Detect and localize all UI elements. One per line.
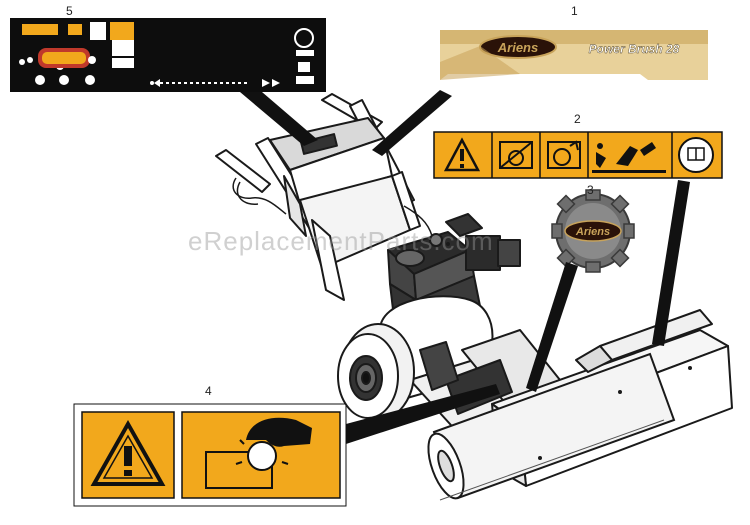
leader-1: [372, 90, 452, 156]
brush-drum: [427, 352, 676, 501]
watermark: eReplacementParts.com: [188, 226, 494, 256]
control-cables: [232, 177, 433, 237]
leader-3: [526, 262, 578, 392]
decal-3-brand: Ariens: [575, 226, 610, 238]
detail-marks: [446, 242, 692, 460]
leader-5: [240, 92, 318, 146]
callout-2: 2: [574, 112, 581, 126]
thrown-object-icon: [592, 142, 666, 173]
callout-4: 4: [205, 384, 212, 398]
decal-2-warning-strip: [433, 131, 723, 179]
decal-1-brand-label: [440, 30, 708, 80]
callout-3: 3: [587, 183, 594, 197]
read-manual-icon: [678, 137, 714, 173]
machine-hazard-icon: [499, 141, 533, 169]
leader-lines: [240, 90, 690, 444]
exclamation-triangle-icon: [90, 419, 166, 486]
callout-1: 1: [571, 4, 578, 18]
leader-2: [652, 180, 690, 346]
panel-icons-right: [294, 28, 314, 84]
leader-4: [346, 384, 500, 444]
hand-entanglement-icon: [205, 417, 312, 489]
decal-4-hazard-label: [73, 403, 347, 507]
wheel: [337, 323, 415, 421]
exclamation-triangle-icon: [443, 137, 481, 172]
callout-5: 5: [66, 4, 73, 18]
panel-icons-left: [19, 22, 134, 85]
rotating-brush-hazard-icon: [547, 140, 581, 169]
gear-badge-icon: [551, 189, 635, 273]
handle-assembly: [215, 93, 421, 301]
decal-5-control-panel: [10, 18, 326, 92]
panel-arrow-row: [150, 79, 280, 87]
decal-1-product: Power Brush 28: [589, 42, 680, 56]
decal-1-brand: Ariens: [497, 40, 538, 55]
